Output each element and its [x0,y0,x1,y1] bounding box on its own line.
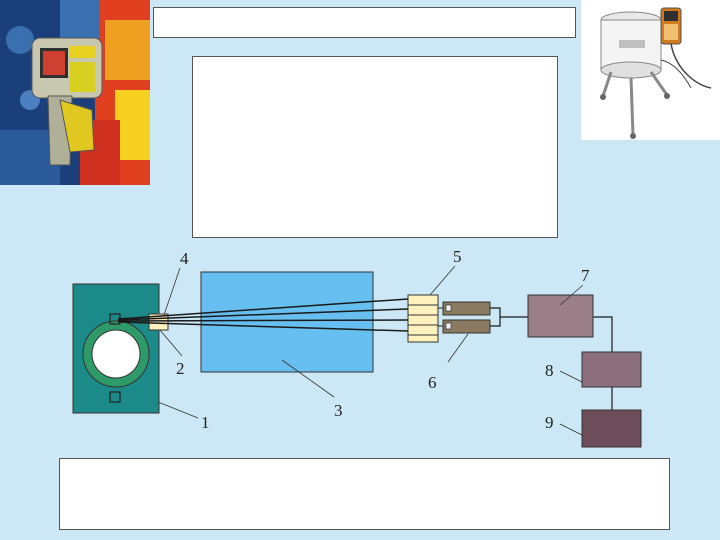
cable-box-3 [200,271,374,373]
description-box [192,56,558,238]
label-2: 2 [176,359,185,378]
unit-8 [581,351,642,388]
label-9: 9 [545,413,554,432]
sensor-point-bottom [109,391,121,403]
leader-lines [157,265,584,436]
label-4: 4 [180,249,189,268]
junction-block-5 [407,294,439,343]
cable-bundle [117,298,409,332]
caption-box [59,458,670,530]
label-7: 7 [581,266,590,285]
label-6: 6 [428,373,437,392]
ring-inner [91,329,141,379]
title-box [153,7,576,38]
thermal-camera-image [0,0,150,185]
tripod-sensor-photo [581,0,720,140]
unit-9 [581,409,642,448]
label-3: 3 [334,401,343,420]
unit-7 [527,294,594,338]
label-8: 8 [545,361,554,380]
thermal-camera-photo [0,0,150,185]
tripod-sensor-image [581,0,720,140]
label-1: 1 [201,413,210,432]
measurement-setup-diagram: 4 5 7 2 6 3 1 8 9 [72,247,642,448]
label-5: 5 [453,247,462,266]
wiring [490,307,613,410]
